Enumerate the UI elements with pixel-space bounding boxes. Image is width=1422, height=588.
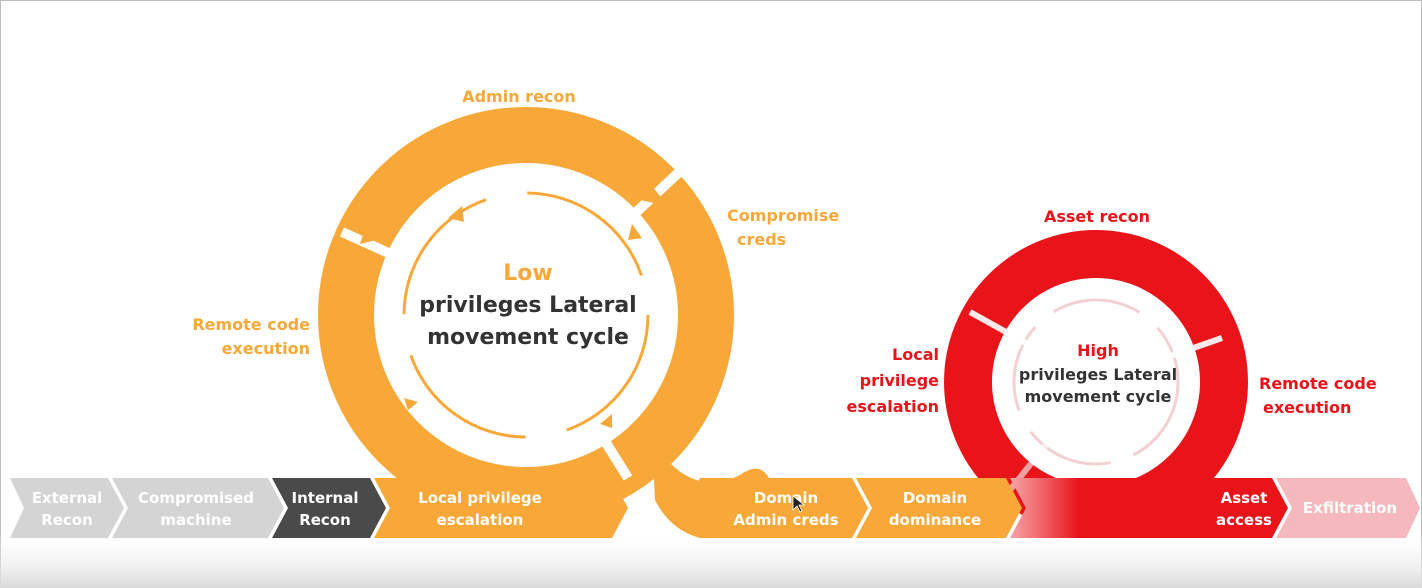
- low-cycle-gap: [339, 227, 529, 320]
- low-cycle-notch: [360, 218, 392, 244]
- low-cycle-title-line3: movement cycle: [427, 325, 629, 350]
- low-cycle-title-low: Low: [503, 261, 552, 286]
- high-step-local-priv-2: privilege: [860, 371, 940, 390]
- low-step-admin-recon: Admin recon: [462, 87, 576, 106]
- stage-external-recon-label-1: External: [32, 489, 103, 507]
- high-step-remote-code-1: Remote code: [1259, 374, 1377, 393]
- stage-domain-dominance-label-2: dominance: [889, 511, 981, 529]
- high-step-local-priv-3: escalation: [847, 397, 939, 416]
- stage-compromised-machine: [112, 478, 284, 538]
- arrow-head-icon: [628, 224, 642, 240]
- low-cycle-title-line2: privileges Lateral: [419, 293, 636, 318]
- stage-asset-access-label-1: Asset: [1221, 489, 1268, 507]
- stage-asset-access: [1010, 478, 1288, 538]
- arrow-head-icon: [404, 398, 418, 410]
- high-step-local-priv-1: Local: [892, 345, 939, 364]
- high-cycle-title-high: High: [1077, 341, 1119, 360]
- high-cycle-gap: [968, 309, 1098, 385]
- stage-exfiltration: [1276, 478, 1420, 538]
- stage-domain-dominance-label-1: Domain: [903, 489, 967, 507]
- arrow-head-icon: [600, 414, 612, 428]
- stage-domain-admin-creds: [686, 478, 868, 538]
- stage-asset-access-label-2: access: [1216, 511, 1272, 529]
- high-step-asset-recon: Asset recon: [1044, 207, 1150, 226]
- bottom-shadow: [0, 530, 1422, 588]
- stage-domain-admin-label-2: Admin creds: [733, 511, 838, 529]
- low-cycle-gap: [521, 312, 633, 481]
- high-step-remote-code-2: execution: [1263, 398, 1351, 417]
- low-step-compromise-creds-1: Compromise: [727, 206, 839, 225]
- low-cycle-inner-arrows: [402, 191, 650, 439]
- stage-domain-dominance: [856, 478, 1022, 538]
- stage-external-recon: [10, 478, 124, 538]
- low-step-compromise-creds-2: creds: [737, 230, 786, 249]
- high-cycle-inner-arrows: [1012, 298, 1180, 466]
- stage-compromised-machine-label-2: machine: [160, 511, 231, 529]
- stage-exfiltration-label: Exfiltration: [1303, 499, 1397, 517]
- stage-internal-recon-label-2: Recon: [299, 511, 351, 529]
- stage-local-privilege-escalation: [374, 478, 628, 538]
- stage-domain-admin-label-1: Domain: [754, 489, 818, 507]
- low-step-remote-code-2: execution: [222, 339, 310, 358]
- high-cycle-gap: [1095, 335, 1223, 385]
- attack-pipeline: [10, 478, 1420, 538]
- stage-internal-recon: [272, 478, 386, 538]
- low-cycle-gap: [522, 158, 694, 319]
- stage-external-recon-label-2: Recon: [41, 511, 93, 529]
- stage-compromised-machine-label-1: Compromised: [138, 489, 254, 507]
- mouse-cursor-icon: [792, 495, 806, 513]
- low-cycle-notch: [640, 186, 668, 206]
- high-cycle-gap: [1007, 380, 1099, 492]
- stage-local-priv-label-2: escalation: [437, 511, 524, 529]
- high-cycle-title-line3: movement cycle: [1025, 387, 1172, 406]
- arrow-head-icon: [448, 206, 464, 222]
- stage-internal-recon-label-1: Internal: [292, 489, 359, 507]
- stage-local-priv-label-1: Local privilege: [418, 489, 542, 507]
- high-cycle-title-line2: privileges Lateral: [1019, 365, 1177, 384]
- low-step-remote-code-1: Remote code: [192, 315, 310, 334]
